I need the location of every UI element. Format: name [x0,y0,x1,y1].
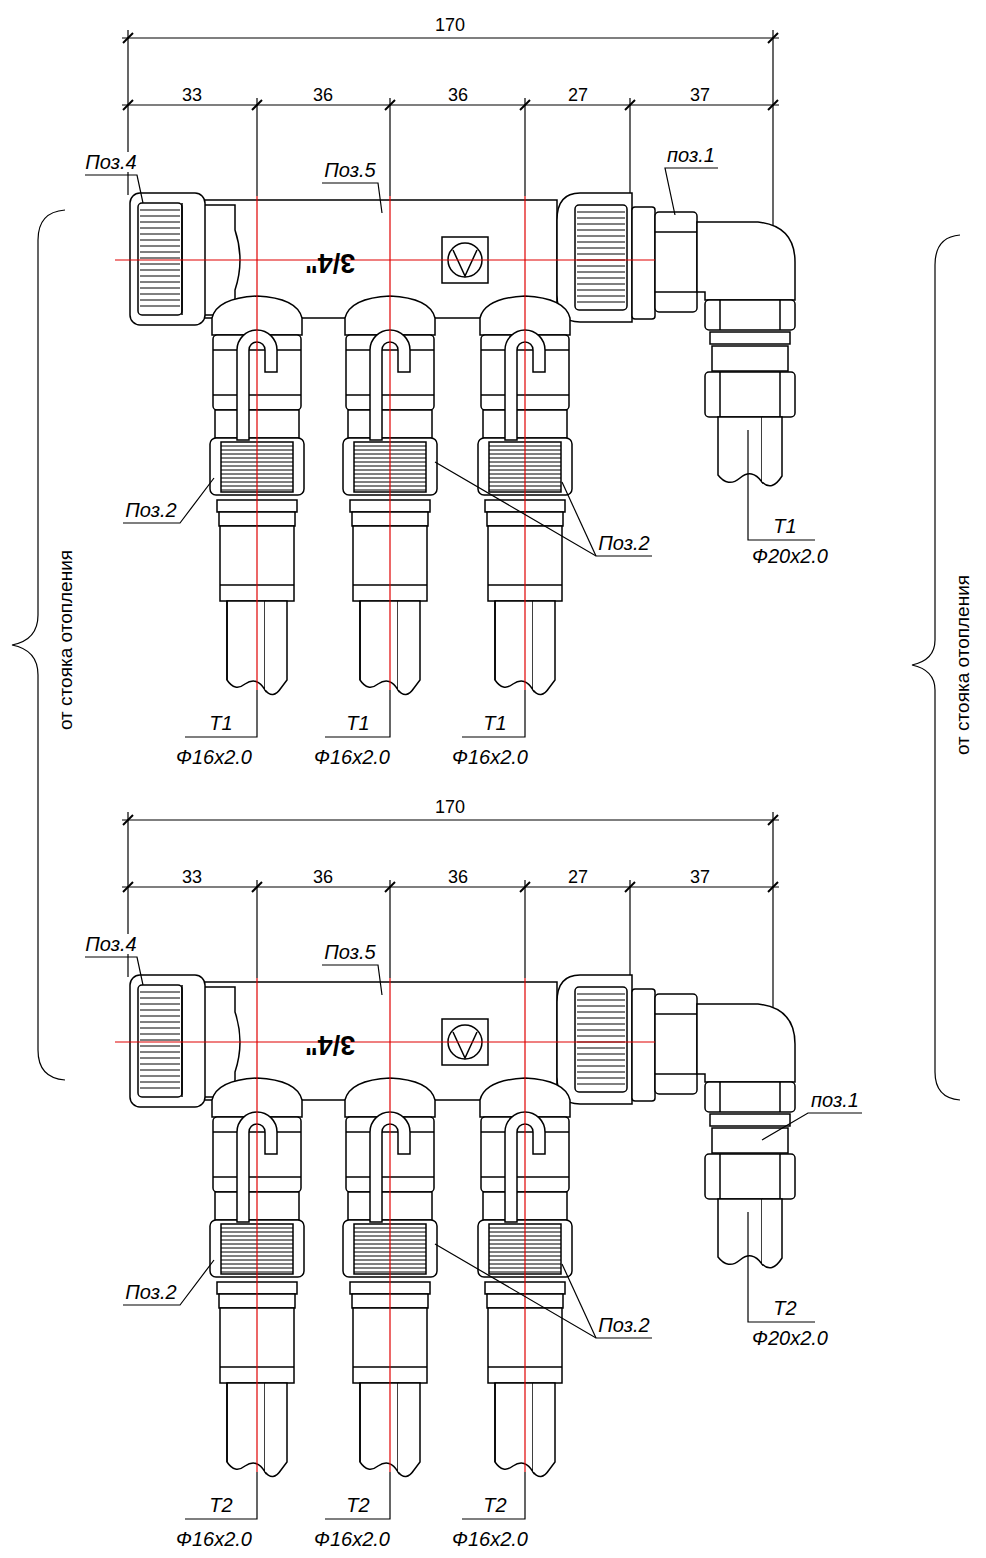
position-callout: Поз.2 [123,500,178,520]
pipe-label: T2 [771,1298,798,1318]
riser-note: от стояка отопления [56,548,75,732]
dimension-value: 170 [433,798,467,816]
position-callout: поз.1 [809,1090,861,1110]
position-callout: Поз.2 [123,1282,178,1302]
pipe-size: Ф16x2.0 [312,747,392,767]
pipe-size: Ф16x2.0 [450,1529,530,1549]
pipe-size: Ф20x2.0 [750,546,830,566]
dimension-value: 27 [566,86,590,104]
pipe-label: T1 [207,713,234,733]
dimension-value: 36 [311,86,335,104]
position-callout: Поз.2 [596,533,651,553]
pipe-size: Ф16x2.0 [450,747,530,767]
pipe-size: Ф20x2.0 [750,1328,830,1348]
dimension-value: 36 [311,868,335,886]
pipe-label: T1 [481,713,508,733]
pipe-label: T2 [344,1495,371,1515]
dimension-value: 170 [433,16,467,34]
dimension-value: 37 [688,86,712,104]
pipe-size: Ф16x2.0 [174,747,254,767]
size-marking: 3/4" [303,1031,357,1058]
dimension-value: 36 [446,868,470,886]
pipe-size: Ф16x2.0 [174,1529,254,1549]
dimension-value: 36 [446,86,470,104]
dimension-value: 33 [180,86,204,104]
dimension-value: 33 [180,868,204,886]
position-callout: поз.1 [665,145,717,165]
position-callout: Поз.2 [596,1315,651,1335]
position-callout: Поз.5 [322,160,377,180]
position-callout: Поз.5 [322,942,377,962]
pipe-label: T1 [344,713,371,733]
position-callout: Поз.4 [83,152,138,172]
pipe-label: T1 [771,516,798,536]
position-callout: Поз.4 [83,934,138,954]
size-marking: 3/4" [303,249,357,276]
dimension-value: 27 [566,868,590,886]
pipe-label: T2 [207,1495,234,1515]
riser-note: от стояка отопления [953,573,972,757]
pipe-size: Ф16x2.0 [312,1529,392,1549]
pipe-label: T2 [481,1495,508,1515]
dimension-value: 37 [688,868,712,886]
